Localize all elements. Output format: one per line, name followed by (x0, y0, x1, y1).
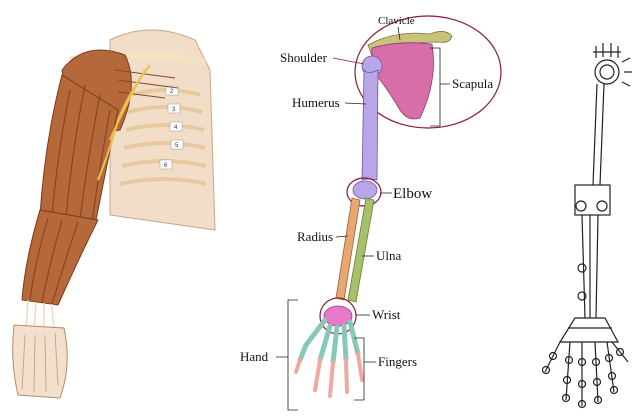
label-elbow: Elbow (393, 186, 432, 202)
scapula-bone (372, 43, 434, 119)
shoulder-joint-circle (595, 60, 619, 84)
label-fingers: Fingers (378, 354, 417, 369)
leader-shoulder (333, 58, 364, 64)
leader-humerus (345, 103, 366, 104)
line-arm-model (543, 43, 633, 408)
finger-joints (543, 342, 629, 408)
label-wrist: Wrist (372, 307, 401, 322)
humerus-bone (362, 70, 378, 180)
label-hand: Hand (240, 349, 269, 364)
finger-index-bones (320, 326, 330, 360)
forearm-muscle (22, 210, 98, 305)
finger-ring-bones (344, 326, 346, 360)
skeleton-arm-diagram: Clavicle Shoulder Scapula Humerus Elbow … (240, 15, 501, 410)
label-radius: Radius (297, 229, 333, 244)
palm-shape (560, 318, 618, 342)
label-scapula: Scapula (452, 76, 493, 91)
label-ulna: Ulna (376, 248, 402, 263)
label-humerus: Humerus (292, 95, 340, 110)
label-clavicle: Clavicle (378, 15, 415, 27)
hand (13, 325, 68, 398)
hand-bracket (276, 300, 298, 410)
muscle-arm-illustration: 2 3 4 5 6 (13, 30, 215, 398)
hand-bones (296, 320, 362, 396)
shoulder-spikes (593, 43, 632, 86)
elbow-joint (353, 181, 377, 199)
label-shoulder: Shoulder (280, 50, 328, 65)
finger-middle-bones (333, 327, 337, 362)
